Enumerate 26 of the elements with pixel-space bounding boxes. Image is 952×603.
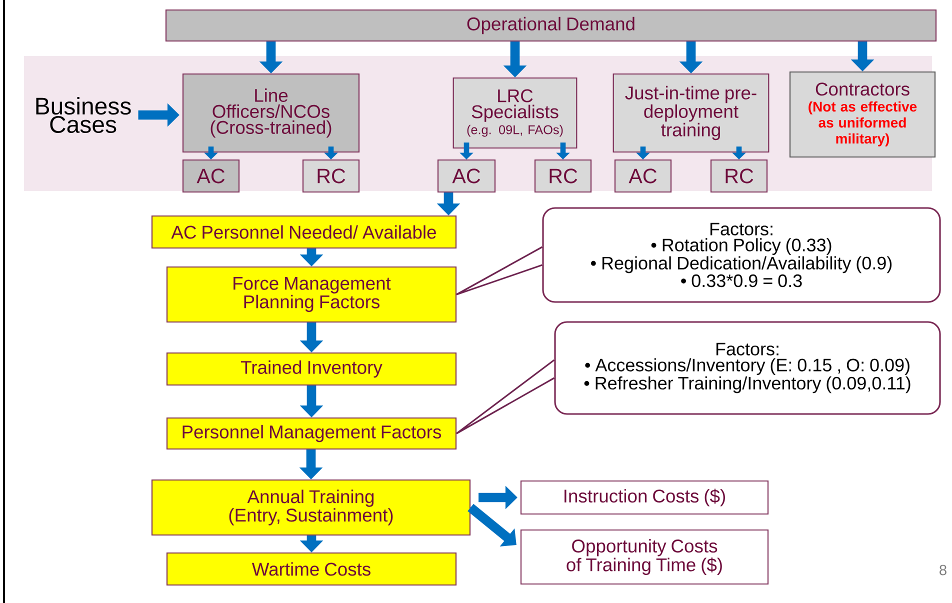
callout-box: Factors: • Rotation Policy (0.33) • Regional Dedication/Availability (0.9) • 0.33*0.9 = 0.3 <box>542 207 941 303</box>
category-box: AC <box>437 159 496 193</box>
category-box: RC <box>710 159 768 193</box>
page-number: 8 <box>940 564 946 576</box>
process-box: Operational Demand <box>165 9 937 42</box>
category-box: AC <box>182 159 240 193</box>
process-box: Annual Training (Entry, Sustainment) <box>151 479 471 536</box>
side-text: Business Cases <box>36 97 131 133</box>
process-box: Trained Inventory <box>166 352 457 386</box>
callout-pointer <box>456 359 555 434</box>
process-box: Personnel Management Factors <box>166 417 457 450</box>
block-arrow <box>468 504 516 546</box>
process-box: Just-in-time pre-deployment training <box>612 73 770 153</box>
callout-box: Factors: • Accessions/Inventory (E: 0.15 , O: 0.09) • Refresher Training/Inventory (0.09,0.11) <box>554 321 941 415</box>
category-box: AC <box>614 159 672 193</box>
process-box: LRC Specialists (e.g. 09L, FAOs) <box>452 77 578 149</box>
process-box: Line Officers/NCOs (Cross-trained) <box>182 73 360 153</box>
process-box: Force Management Planning Factors <box>166 266 457 323</box>
process-box: Contractors (Not as effective as uniformed military) <box>789 71 936 158</box>
process-box: Wartime Costs <box>166 552 457 586</box>
process-box: Opportunity Costs of Training Time ($) <box>520 529 769 585</box>
category-box: RC <box>302 159 360 193</box>
callout-pointer <box>456 246 543 296</box>
category-box: RC <box>534 159 592 193</box>
process-box: AC Personnel Needed/ Available <box>151 215 457 249</box>
process-box: Instruction Costs ($) <box>520 480 769 515</box>
